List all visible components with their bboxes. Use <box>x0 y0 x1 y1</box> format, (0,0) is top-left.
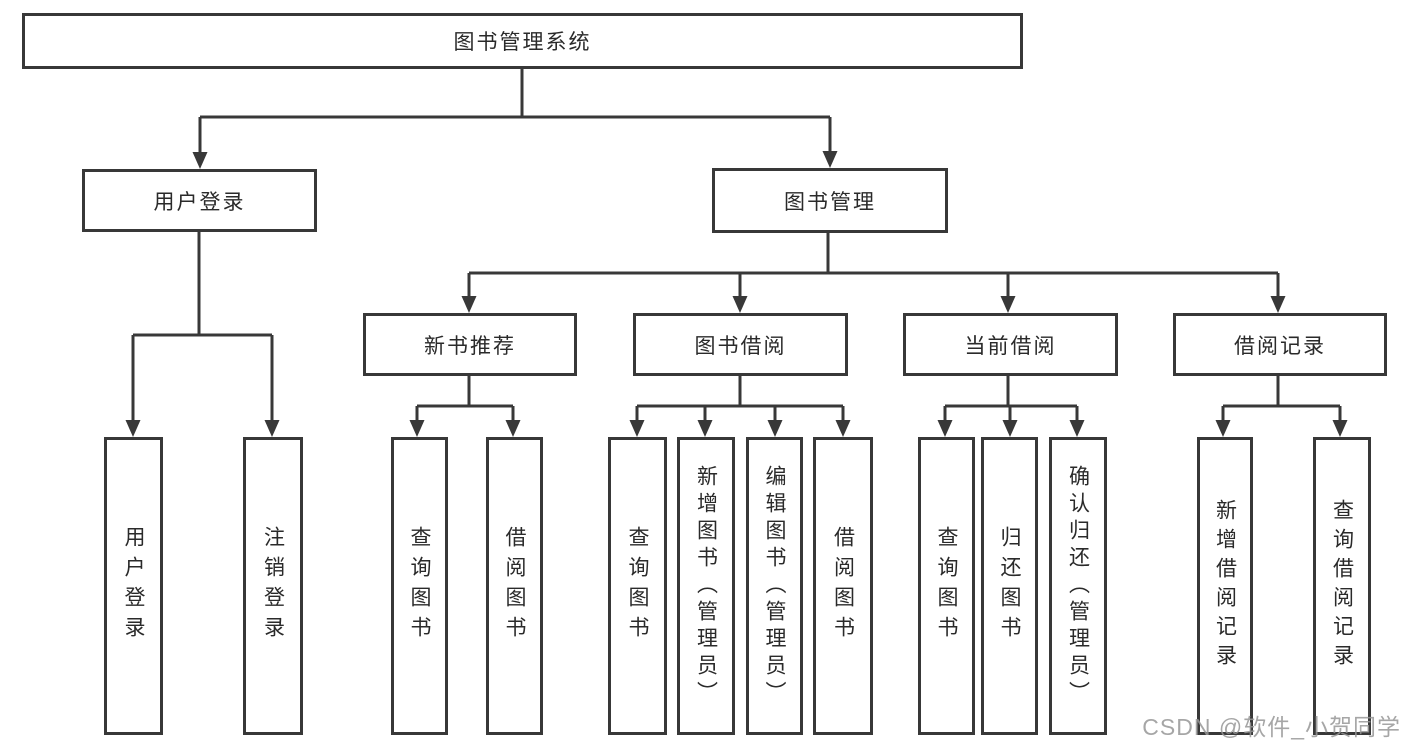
arrowhead-icon <box>409 420 425 437</box>
leaf-query-books-1: 查询图书 <box>391 437 448 735</box>
node-new-book-recommend: 新书推荐 <box>363 313 577 376</box>
node-current-borrow: 当前借阅 <box>903 313 1118 376</box>
arrowhead-icon <box>192 152 208 169</box>
node-label: 图书管理 <box>784 190 876 214</box>
node-label: 新增图书（管理员） <box>694 464 718 708</box>
node-label: 查询图书 <box>935 526 958 646</box>
arrowhead-icon <box>937 420 953 437</box>
node-label: 查询图书 <box>626 526 649 646</box>
arrowhead-icon <box>629 420 645 437</box>
node-label: 确认归还（管理员） <box>1066 464 1090 708</box>
node-label: 新增借阅记录 <box>1213 499 1237 673</box>
node-book-borrow: 图书借阅 <box>633 313 848 376</box>
node-user-login-branch: 用户登录 <box>82 169 317 232</box>
leaf-query-books-2: 查询图书 <box>608 437 667 735</box>
node-book-management: 图书管理 <box>712 168 948 233</box>
arrowhead-icon <box>835 420 851 437</box>
leaf-add-book-admin: 新增图书（管理员） <box>677 437 735 735</box>
arrowhead-icon <box>1270 296 1286 313</box>
node-label: 查询借阅记录 <box>1330 499 1354 673</box>
arrowhead-icon <box>505 420 521 437</box>
node-label: 用户登录 <box>122 526 145 646</box>
arrowhead-icon <box>264 420 280 437</box>
arrowhead-icon <box>732 296 748 313</box>
node-label: 借阅记录 <box>1234 334 1326 358</box>
arrowhead-icon <box>822 151 838 168</box>
leaf-add-borrow-record: 新增借阅记录 <box>1197 437 1253 735</box>
node-label: 归还图书 <box>998 526 1021 646</box>
arrowhead-icon <box>1332 420 1348 437</box>
leaf-borrow-books-2: 借阅图书 <box>813 437 873 735</box>
arrowhead-icon <box>461 296 477 313</box>
arrowhead-icon <box>697 420 713 437</box>
leaf-borrow-books-1: 借阅图书 <box>486 437 543 735</box>
arrowhead-icon <box>1002 420 1018 437</box>
node-label: 借阅图书 <box>503 526 526 646</box>
leaf-edit-book-admin: 编辑图书（管理员） <box>746 437 803 735</box>
leaf-query-borrow-record: 查询借阅记录 <box>1313 437 1371 735</box>
arrowhead-icon <box>1000 296 1016 313</box>
node-label: 当前借阅 <box>964 334 1057 358</box>
leaf-confirm-return-admin: 确认归还（管理员） <box>1049 437 1107 735</box>
node-label: 借阅图书 <box>831 526 855 646</box>
node-root-label: 图书管理系统 <box>453 31 592 54</box>
node-label: 用户登录 <box>153 190 246 214</box>
node-borrow-records: 借阅记录 <box>1173 313 1387 376</box>
arrowhead-icon <box>1069 420 1085 437</box>
node-label: 图书借阅 <box>694 334 787 358</box>
arrowhead-icon <box>1215 420 1231 437</box>
node-label: 注销登录 <box>261 526 285 646</box>
leaf-user-login: 用户登录 <box>104 437 163 735</box>
node-label: 编辑图书（管理员） <box>763 464 786 708</box>
leaf-query-books-3: 查询图书 <box>918 437 975 735</box>
node-label: 查询图书 <box>408 526 431 646</box>
arrowhead-icon <box>125 420 141 437</box>
node-root: 图书管理系统 <box>22 13 1023 69</box>
node-label: 新书推荐 <box>424 334 516 358</box>
csdn-watermark: CSDN @软件_小贺同学 <box>1142 714 1401 740</box>
leaf-logout: 注销登录 <box>243 437 303 735</box>
leaf-return-book: 归还图书 <box>981 437 1038 735</box>
arrowhead-icon <box>767 420 783 437</box>
